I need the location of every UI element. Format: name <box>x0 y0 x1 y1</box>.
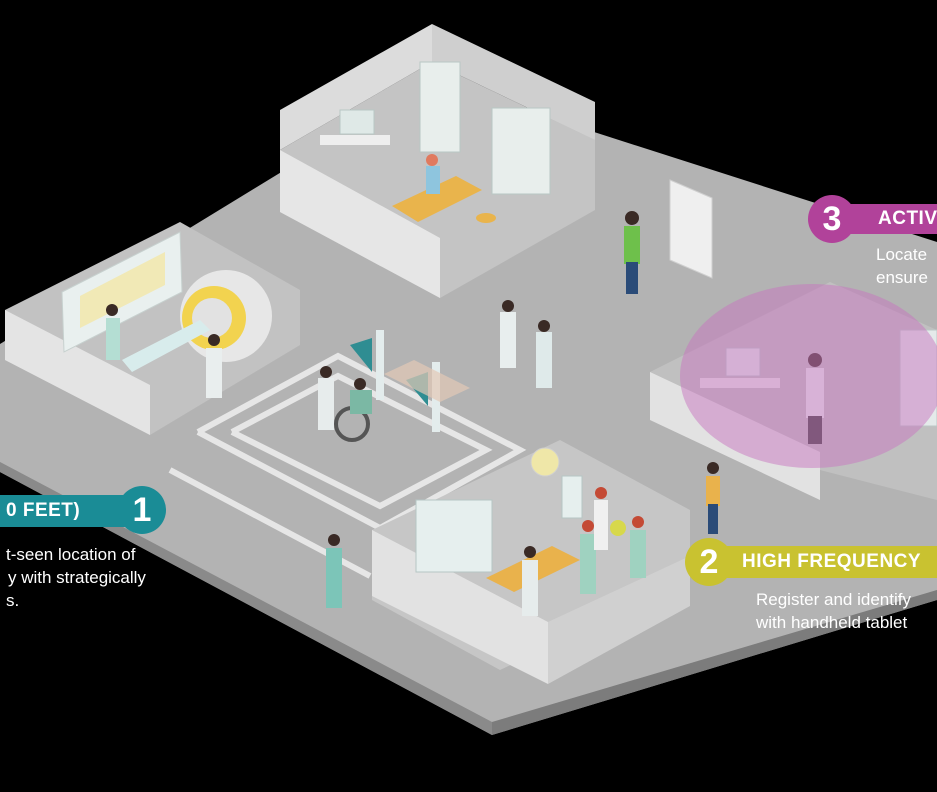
exam-cabinet <box>491 107 551 195</box>
exam-monitor <box>339 109 375 135</box>
visitor-green <box>624 226 640 264</box>
or-shelving <box>415 499 493 573</box>
callout-3-line-2: ensure <box>876 268 928 287</box>
mri-room-wall-left <box>5 310 150 435</box>
callout-1-line-2: y with strategically <box>8 568 146 587</box>
exam-room-back-wall-left <box>280 24 432 150</box>
callout-2-number-badge: 2 <box>685 538 733 586</box>
stool <box>476 213 496 223</box>
active-zone <box>680 284 937 468</box>
corridor-staff <box>326 211 720 608</box>
or-badge-dot <box>610 520 626 536</box>
callout-1-description: t-seen location of y with strategically … <box>0 543 146 612</box>
doctor-2 <box>536 332 552 388</box>
mri-technician-head <box>106 304 118 316</box>
surgeon-in-corridor <box>326 548 342 608</box>
ultrasound-machine <box>419 61 461 153</box>
door-frame <box>669 179 713 279</box>
gate-post-left <box>376 330 384 400</box>
callout-3-number: 3 <box>822 199 842 238</box>
callout-1-line-1: t-seen location of <box>6 545 136 564</box>
callout-2-number: 2 <box>699 542 719 581</box>
callout-1-title: 0 FEET) <box>6 500 81 521</box>
callout-2-line-2: with handheld tablet <box>756 613 908 632</box>
patient-body <box>426 166 440 194</box>
mri-doctor-head <box>208 334 220 346</box>
or-nurse <box>594 500 608 550</box>
mri-doctor-body <box>206 348 222 398</box>
wheelchair-group <box>318 366 372 442</box>
staff-with-tablet-legs <box>708 504 718 534</box>
or-surgeon-2-head <box>582 520 594 532</box>
exam-bed <box>392 176 482 222</box>
nurse-pushing <box>318 378 334 430</box>
nurse-pushing-head <box>320 366 332 378</box>
callout-3-description: Locate ensure <box>876 243 928 289</box>
operating-room <box>372 440 690 684</box>
or-nurse-2 <box>630 530 646 578</box>
exam-desk <box>320 135 390 145</box>
doctor-with-clipboard <box>500 312 516 368</box>
patient-head <box>426 154 438 166</box>
visitor-green-legs <box>626 262 638 294</box>
or-right-wall <box>548 556 690 684</box>
or-nurse-head <box>595 487 607 499</box>
exam-room <box>280 24 595 298</box>
active-room <box>650 282 937 500</box>
mri-technician-body <box>106 318 120 360</box>
mri-bed <box>122 320 210 372</box>
mri-window-glow <box>80 252 165 328</box>
or-surgical-light <box>530 447 560 477</box>
callout-1-line-3: s. <box>6 591 20 610</box>
or-monitor-stand <box>561 475 583 519</box>
surgeon-in-corridor-head <box>328 534 340 546</box>
staff-with-tablet <box>706 476 720 506</box>
visitor-green-head <box>625 211 639 225</box>
callout-1-number-badge: 1 <box>118 486 166 534</box>
or-surgeon-1 <box>522 560 538 616</box>
slab-edge-right <box>492 590 937 735</box>
staff-with-tablet-head <box>707 462 719 474</box>
callout-3-title: ACTIV <box>878 208 937 229</box>
mri-room <box>5 222 300 435</box>
or-nurse-2-head <box>632 516 644 528</box>
gate-panel-left <box>350 338 372 372</box>
gate-sensing-zone <box>384 360 470 402</box>
doctor-2-head <box>538 320 550 332</box>
doctor-with-clipboard-head <box>502 300 514 312</box>
callout-2-description: Register and identify with handheld tabl… <box>756 588 911 634</box>
door <box>669 179 713 279</box>
callout-1-title-bar: 0 FEET) <box>0 495 140 527</box>
callout-2-line-1: Register and identify <box>756 590 911 609</box>
callout-3-number-badge: 3 <box>808 195 856 243</box>
slab-edge-left <box>0 462 492 735</box>
corridor-track-outer <box>196 352 527 532</box>
exam-room-back-wall-right <box>432 24 595 140</box>
callout-2-title-bar: HIGH FREQUENCY <box>700 546 937 578</box>
callout-3-line-1: Locate <box>876 245 928 264</box>
callout-2-title: HIGH FREQUENCY <box>742 551 922 572</box>
exam-room-front-wall <box>280 150 440 298</box>
rfid-gate <box>350 330 470 432</box>
corridor-track-inner <box>230 372 493 510</box>
callout-1-number: 1 <box>132 490 152 529</box>
wheelchair-patient <box>350 390 372 414</box>
or-surgeon-2 <box>580 534 596 594</box>
wheelchair-patient-head <box>354 378 366 390</box>
or-surgeon-1-head <box>524 546 536 558</box>
